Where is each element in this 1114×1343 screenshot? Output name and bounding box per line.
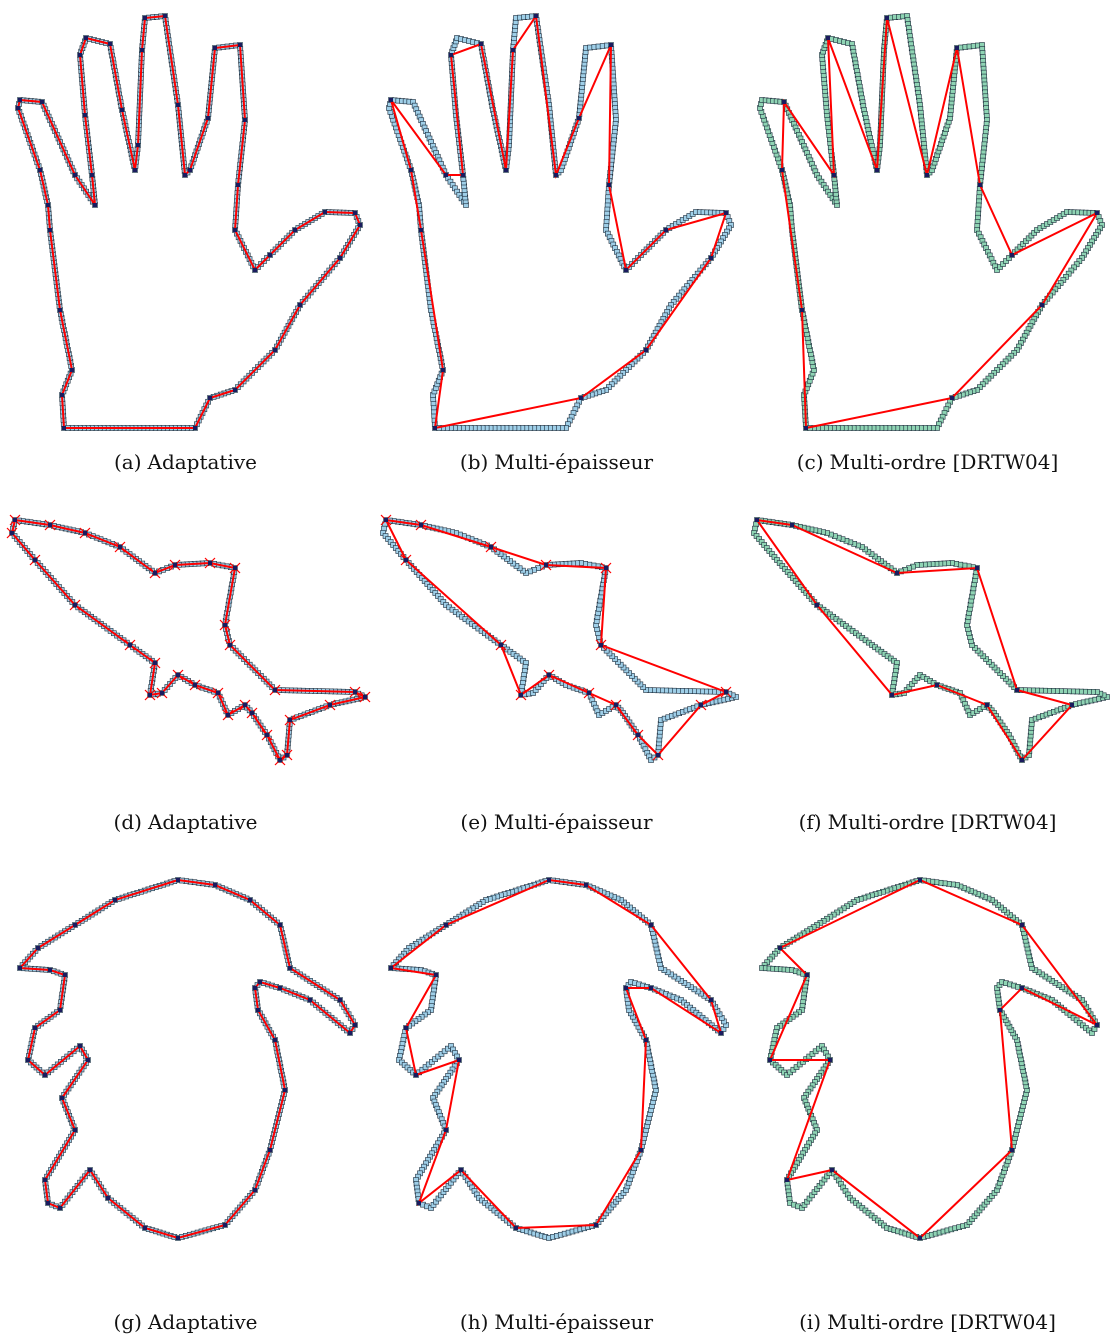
contour-figure-h <box>371 860 742 1300</box>
pixel-contour <box>758 14 1105 431</box>
polygonal-approximation <box>20 880 355 1238</box>
caption-f: (f) Multi-ordre [DRTW04] <box>742 810 1113 834</box>
caption-label: (a) <box>114 450 142 474</box>
pixel-contour <box>18 878 358 1241</box>
dominant-points <box>755 518 1074 762</box>
caption-text: Multi-épaisseur <box>494 1310 653 1334</box>
contour-figure-d <box>0 505 371 765</box>
caption-b: (b)Multi-épaisseur <box>371 450 742 474</box>
contour-figure-f <box>742 505 1113 765</box>
polygonal-approximation <box>12 520 365 760</box>
caption-d: (d)Adaptative <box>0 810 371 834</box>
caption-label: (i) <box>799 1310 821 1334</box>
pixel-contour <box>752 518 1110 763</box>
figure-panel-b: (b)Multi-épaisseur <box>371 0 742 448</box>
caption-label: (b) <box>460 450 488 474</box>
pixel-contour <box>387 14 734 431</box>
figure-panel-c: (c)Multi-ordre [DRTW04] <box>742 0 1113 448</box>
figure-panel-h: (h)Multi-épaisseur <box>371 860 742 1308</box>
caption-text: Multi-épaisseur <box>494 810 653 834</box>
caption-label: (g) <box>114 1310 142 1334</box>
contour-figure-e <box>371 505 742 765</box>
contour-figure-i <box>742 860 1113 1300</box>
figure-panel-i: (i)Multi-ordre [DRTW04] <box>742 860 1113 1308</box>
dominant-points <box>7 515 370 765</box>
figure-panel-a: (a)Adaptative <box>0 0 371 448</box>
dominant-points <box>381 515 731 760</box>
contour-figure-b <box>371 0 742 430</box>
caption-h: (h)Multi-épaisseur <box>371 1310 742 1334</box>
pixel-contour <box>381 518 739 763</box>
caption-label: (h) <box>460 1310 489 1334</box>
polygonal-approximation <box>386 520 726 755</box>
figure-panel-g: (g)Adaptative <box>0 860 371 1308</box>
polygonal-approximation <box>757 520 1072 760</box>
caption-text: Multi-ordre [DRTW04] <box>828 810 1057 834</box>
caption-text: Multi-épaisseur <box>494 450 653 474</box>
caption-label: (e) <box>460 810 487 834</box>
caption-g: (g)Adaptative <box>0 1310 371 1334</box>
caption-text: Adaptative <box>148 1310 258 1334</box>
caption-c: (c)Multi-ordre [DRTW04] <box>742 450 1113 474</box>
contour-figure-c <box>742 0 1113 430</box>
pixel-contour <box>16 14 363 431</box>
caption-i: (i) Multi-ordre [DRTW04] <box>742 1310 1113 1334</box>
contour-figure-g <box>0 860 371 1300</box>
caption-text: Multi-ordre [DRTW04] <box>830 450 1059 474</box>
caption-text: Multi-ordre [DRTW04] <box>827 1310 1056 1334</box>
caption-label: (d) <box>114 810 142 834</box>
caption-e: (e) Multi-épaisseur <box>371 810 742 834</box>
caption-a: (a)Adaptative <box>0 450 371 474</box>
pixel-contour <box>10 518 368 763</box>
caption-text: Adaptative <box>148 810 258 834</box>
caption-label: (f) <box>799 810 822 834</box>
contour-figure-a <box>0 0 371 430</box>
caption-text: Adaptative <box>148 450 258 474</box>
caption-label: (c) <box>797 450 824 474</box>
